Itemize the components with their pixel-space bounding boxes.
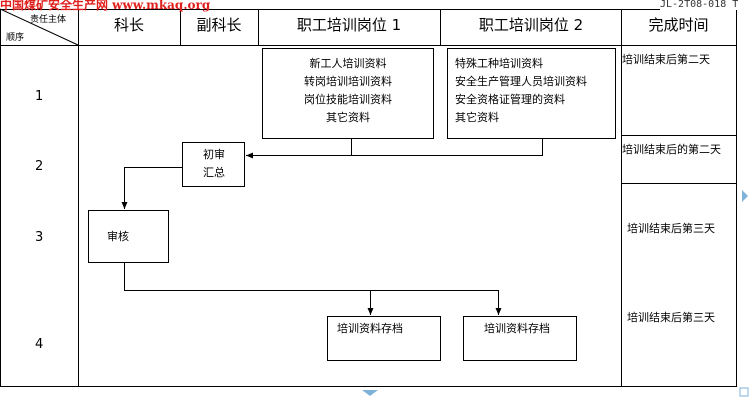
- resize-handle-icon: [739, 387, 749, 397]
- box-review: [182, 142, 245, 187]
- box-post2: [447, 48, 616, 139]
- box-archive2: [463, 316, 577, 361]
- material-item: 特殊工种培训资料: [455, 57, 543, 70]
- post1-materials: 新工人培训资料 转岗培训培训资料 岗位技能培训资料 其它资料: [263, 55, 433, 127]
- completion-time: 培训结束后的第二天: [622, 143, 721, 156]
- completion-time: 培训结束后第三天: [627, 222, 715, 235]
- post2-materials: 特殊工种培训资料 安全生产管理人员培训资料 安全资格证管理的资料 其它资料: [455, 55, 587, 127]
- box-post1: [262, 48, 434, 139]
- material-item: 岗位技能培训资料: [304, 93, 392, 106]
- material-item: 其它资料: [455, 111, 499, 124]
- row-number: 1: [35, 89, 44, 104]
- table-border: [0, 9, 737, 387]
- scroll-right-icon: [742, 190, 748, 202]
- watermark: 中国煤矿安全生产网 www.mkaq.org: [0, 0, 211, 12]
- material-item: 其它资料: [326, 111, 370, 124]
- review-summary: 初审 汇总: [183, 146, 245, 182]
- audit-label: 审核: [107, 230, 129, 243]
- col-post1: 职工培训岗位 1: [296, 16, 402, 34]
- material-item: 新工人培训资料: [309, 57, 387, 70]
- col-section-chief: 科长: [113, 16, 144, 34]
- arrow-to-audit: [121, 167, 182, 209]
- material-item: 安全生产管理人员培训资料: [455, 75, 587, 88]
- col-completion: 完成时间: [648, 16, 709, 34]
- corner-bottom-label: 顺序: [6, 33, 25, 43]
- summary-label: 汇总: [203, 166, 225, 179]
- material-item: 转岗培训培训资料: [304, 75, 392, 88]
- completion-time: 培训结束后第三天: [627, 311, 715, 324]
- row-number: 3: [35, 230, 44, 245]
- col-deputy-chief: 副科长: [196, 16, 242, 34]
- arrow-to-review: [246, 138, 543, 159]
- box-audit: [88, 210, 169, 263]
- corner-top-label: 责任主体: [30, 15, 67, 25]
- row-number: 2: [35, 159, 44, 174]
- col-post2: 职工培训岗位 2: [478, 16, 584, 34]
- corner-diagonal: [0, 8, 79, 46]
- box-archive1: [327, 316, 441, 361]
- archive2-label: 培训资料存档: [484, 322, 550, 335]
- row-number: 4: [35, 337, 44, 352]
- doc-code: JL-2T08-018 T: [660, 0, 739, 10]
- material-item: 安全资格证管理的资料: [455, 93, 565, 106]
- scroll-markers: [362, 190, 749, 397]
- scroll-down-icon: [362, 390, 378, 396]
- completion-time: 培训结束后第二天: [622, 53, 710, 66]
- review-label: 初审: [203, 148, 225, 161]
- archive1-label: 培训资料存档: [337, 322, 403, 335]
